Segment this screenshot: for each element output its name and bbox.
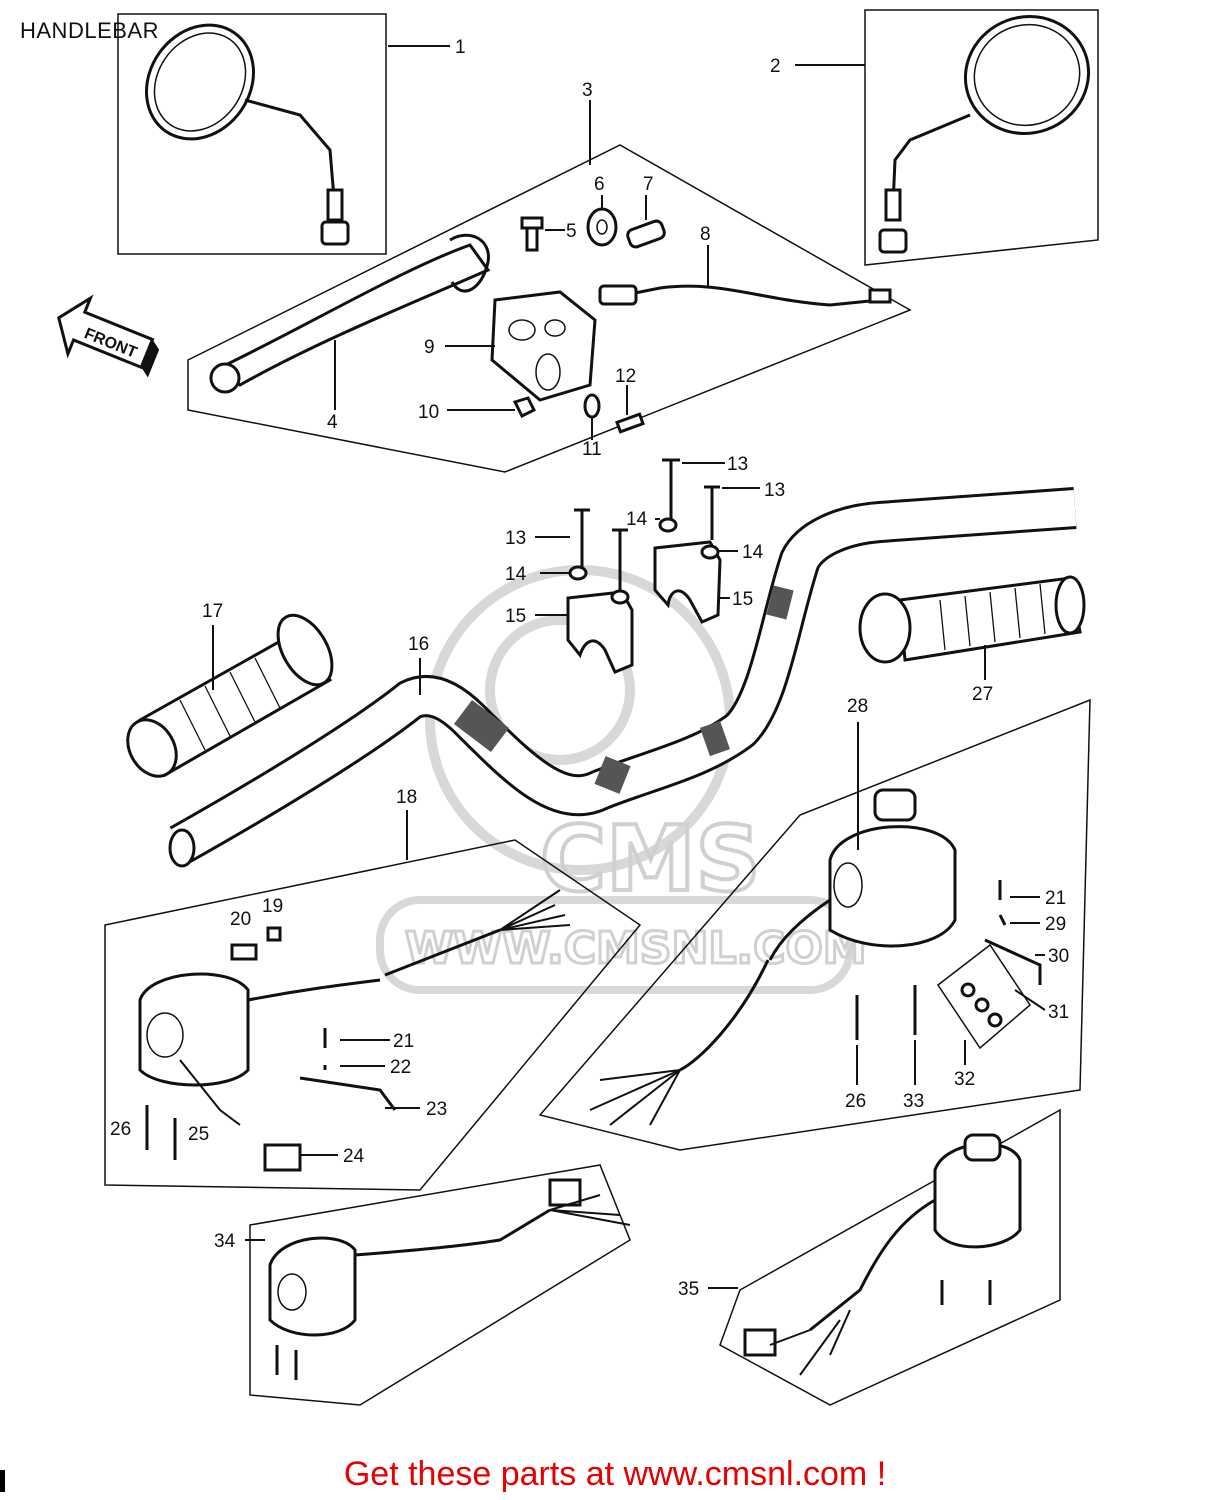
callout-5: 5 (566, 221, 577, 242)
callout-15a: 15 (505, 606, 526, 627)
callout-13b: 13 (764, 480, 785, 501)
callout-24: 24 (343, 1146, 365, 1167)
left-switch-box (104, 839, 642, 1191)
lever-holder (490, 290, 597, 402)
footer-link-text[interactable]: Get these parts at www.cmsnl.com ! (343, 1455, 887, 1493)
callout-2: 2 (770, 56, 781, 77)
callout-8: 8 (700, 224, 711, 245)
callout-11: 11 (582, 439, 602, 460)
callout-14b: 14 (742, 542, 764, 563)
lever-assembly-box (187, 144, 912, 473)
callout-32: 32 (954, 1069, 975, 1090)
callout-18: 18 (396, 787, 417, 808)
callout-10: 10 (418, 402, 439, 423)
callout-12: 12 (615, 366, 636, 387)
right-switch-housing (589, 788, 1042, 1126)
right-switch-box (538, 698, 1091, 1151)
callout-labels: 1 2 3 4 5 6 7 8 9 10 11 12 13 13 13 14 1… (110, 37, 1069, 1300)
callout-26b: 26 (845, 1091, 866, 1112)
left-switch-housing (138, 889, 571, 1172)
callout-21a: 21 (393, 1031, 414, 1052)
callout-34: 34 (214, 1231, 236, 1252)
mirror-right (864, 9, 1099, 266)
callout-23: 23 (426, 1099, 447, 1120)
callout-19: 19 (262, 896, 283, 917)
callout-15b: 15 (732, 589, 753, 610)
callout-33: 33 (903, 1091, 924, 1112)
left-grip (126, 613, 334, 778)
mirror-left (117, 13, 387, 255)
callout-14c: 14 (505, 564, 527, 585)
callout-28: 28 (847, 696, 868, 717)
switch-assembly-box (249, 1164, 631, 1406)
callout-25: 25 (188, 1124, 209, 1145)
callout-13c: 13 (505, 528, 526, 549)
handlebar (168, 487, 1077, 868)
callout-30: 30 (1048, 946, 1069, 967)
callout-31: 31 (1048, 1002, 1069, 1023)
callout-35: 35 (678, 1279, 699, 1300)
right-grip (858, 575, 1086, 664)
callout-13a: 13 (727, 454, 748, 475)
callout-6: 6 (594, 174, 605, 195)
switch-assembly-box-35 (719, 1108, 1061, 1406)
clutch-lever (209, 233, 491, 394)
callout-27: 27 (972, 684, 993, 705)
corner-mark (0, 1470, 5, 1492)
callout-7: 7 (643, 174, 654, 195)
page-title: HANDLEBAR (20, 18, 159, 43)
callout-20: 20 (230, 909, 251, 930)
switch-assembly-34 (268, 1178, 631, 1380)
exploded-parts-diagram: CMS WWW.CMSNL.COM FRONT (57, 9, 1099, 1406)
handlebar-holders (566, 458, 722, 674)
callout-17: 17 (202, 601, 223, 622)
callout-3: 3 (582, 80, 593, 101)
callout-9: 9 (424, 337, 435, 358)
callout-4: 4 (327, 412, 338, 433)
callout-21b: 21 (1045, 888, 1066, 909)
callout-14a: 14 (626, 509, 648, 530)
switch-assembly-35 (743, 1133, 1022, 1376)
callout-26a: 26 (110, 1119, 131, 1140)
callout-1: 1 (455, 37, 466, 58)
front-arrow: FRONT (57, 294, 160, 378)
callout-16: 16 (408, 634, 429, 655)
callout-22: 22 (390, 1057, 411, 1078)
watermark-logo-text: CMS (540, 807, 760, 912)
small-hardware-top (512, 207, 892, 434)
leader-lines (212, 45, 1046, 1289)
callout-29: 29 (1045, 914, 1066, 935)
